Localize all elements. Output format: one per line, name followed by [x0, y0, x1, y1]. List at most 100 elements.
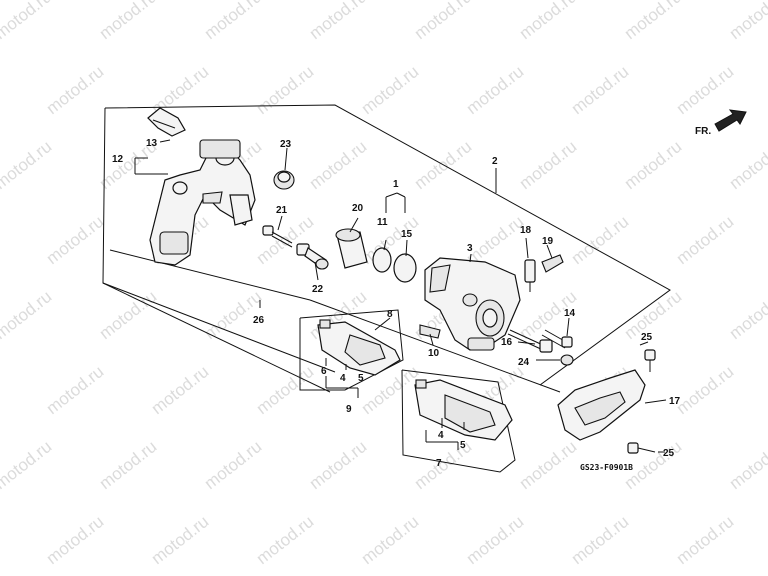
- pin-boot: [273, 170, 295, 190]
- pin-bolt-21: [262, 225, 293, 248]
- assembly-frame: [102, 104, 671, 393]
- watermark-text: motod.ru: [673, 362, 738, 418]
- callout-9: 9: [346, 404, 352, 415]
- watermark-text: motod.ru: [516, 437, 581, 493]
- callout-2: 2: [492, 156, 498, 167]
- callout-15: 15: [401, 229, 413, 240]
- watermark-text: motod.ru: [568, 212, 633, 268]
- caliper-bracket: [149, 139, 256, 266]
- callout-24: 24: [518, 357, 530, 368]
- watermark-text: motod.ru: [568, 512, 633, 568]
- watermark-text: motod.ru: [568, 62, 633, 118]
- callout-1: 1: [393, 179, 399, 190]
- watermark-text: motod.ru: [0, 437, 55, 493]
- watermark-text: motod.ru: [0, 362, 2, 418]
- callout-18: 18: [520, 225, 532, 236]
- callout-8: 8: [387, 309, 393, 320]
- callout-3: 3: [467, 243, 473, 254]
- callout-25-lower: 25: [663, 448, 675, 459]
- watermark-text: motod.ru: [621, 137, 686, 193]
- caliper-guard: [557, 369, 646, 441]
- watermark-text: motod.ru: [306, 0, 371, 43]
- callout-5-upper: 5: [358, 373, 364, 384]
- leader-lines: [134, 139, 667, 453]
- pad-spring: [419, 324, 441, 339]
- callout-23: 23: [280, 139, 292, 150]
- watermark-text: motod.ru: [0, 287, 55, 343]
- watermark-text: motod.ru: [358, 512, 423, 568]
- watermark-text: motod.ru: [411, 0, 476, 43]
- callout-16: 16: [501, 337, 513, 348]
- watermark-text: motod.ru: [96, 0, 161, 43]
- callout-21: 21: [276, 205, 288, 216]
- pin-bolt-16: [507, 329, 553, 353]
- watermark-text: motod.ru: [43, 62, 108, 118]
- callout-4-upper: 4: [340, 373, 346, 384]
- watermark-text: motod.ru: [148, 362, 213, 418]
- watermark-text: motod.ru: [96, 437, 161, 493]
- watermark-text: motod.ru: [358, 62, 423, 118]
- callout-13: 13: [146, 138, 158, 149]
- watermark-text: motod.ru: [516, 137, 581, 193]
- guard-bolt-lower: [627, 442, 656, 454]
- pin-bolt-14: [541, 329, 573, 349]
- watermark-text: motod.ru: [0, 0, 55, 43]
- callout-17: 17: [669, 396, 681, 407]
- watermark-text: motod.ru: [726, 437, 768, 493]
- pad-retainer-clip: [147, 107, 186, 137]
- bleeder-screw: [524, 259, 536, 292]
- watermark-text: motod.ru: [306, 437, 371, 493]
- pin-bolt-22: [296, 243, 329, 270]
- callout-10: 10: [428, 348, 440, 359]
- callout-labels: 1 2 3 4 4 5 5 6 7 8 9 10 11 12 13 14 15 …: [112, 138, 681, 469]
- watermark-text: motod.ru: [43, 212, 108, 268]
- watermark-text: motod.ru: [673, 512, 738, 568]
- watermark-text: motod.ru: [0, 512, 2, 568]
- watermark-text: motod.ru: [253, 212, 318, 268]
- front-arrow-icon: [714, 109, 747, 132]
- watermark-text: motod.ru: [726, 0, 768, 43]
- watermark-text: motod.ru: [43, 362, 108, 418]
- callout-4-lower: 4: [438, 430, 444, 441]
- callout-5-lower: 5: [460, 440, 466, 451]
- dust-seal: [393, 253, 417, 283]
- guard-bolt-upper: [644, 349, 656, 372]
- caliper-body: [424, 257, 521, 351]
- callout-25-upper: 25: [641, 332, 653, 343]
- callout-14: 14: [564, 308, 576, 319]
- brake-pad-upper: [317, 319, 401, 376]
- callout-12: 12: [112, 154, 124, 165]
- piston-seal: [372, 247, 392, 273]
- watermark-text: motod.ru: [0, 137, 55, 193]
- watermark-text: motod.ru: [673, 62, 738, 118]
- watermark-text: motod.ru: [726, 137, 768, 193]
- watermark-text: motod.ru: [201, 437, 266, 493]
- watermark-text: motod.ru: [43, 512, 108, 568]
- callout-6: 6: [321, 366, 327, 377]
- front-direction-label: FR.: [695, 126, 711, 137]
- callout-7: 7: [436, 458, 442, 469]
- watermark-text: motod.ru: [516, 0, 581, 43]
- watermark-text: motod.ru: [0, 62, 2, 118]
- watermark-text: motod.ru: [463, 62, 528, 118]
- watermark-text: motod.ru: [621, 287, 686, 343]
- callout-20: 20: [352, 203, 364, 214]
- watermark-text: motod.ru: [411, 437, 476, 493]
- watermark-text: motod.ru: [201, 0, 266, 43]
- front-direction-indicator: FR.: [695, 109, 747, 137]
- watermark-text: motod.ru: [0, 212, 2, 268]
- watermark-text: motod.ru: [673, 212, 738, 268]
- watermark-text: motod.ru: [621, 0, 686, 43]
- pad-set-box-lower: [401, 369, 516, 473]
- watermark-text: motod.ru: [306, 137, 371, 193]
- watermark-text: motod.ru: [726, 287, 768, 343]
- caliper-piston: [335, 228, 368, 269]
- bleeder-cap: [541, 254, 564, 273]
- watermark-text: motod.ru: [148, 512, 213, 568]
- callout-19: 19: [542, 236, 554, 247]
- nut: [560, 354, 574, 366]
- watermark-text: motod.ru: [253, 62, 318, 118]
- brake-pad-lower: [414, 379, 513, 441]
